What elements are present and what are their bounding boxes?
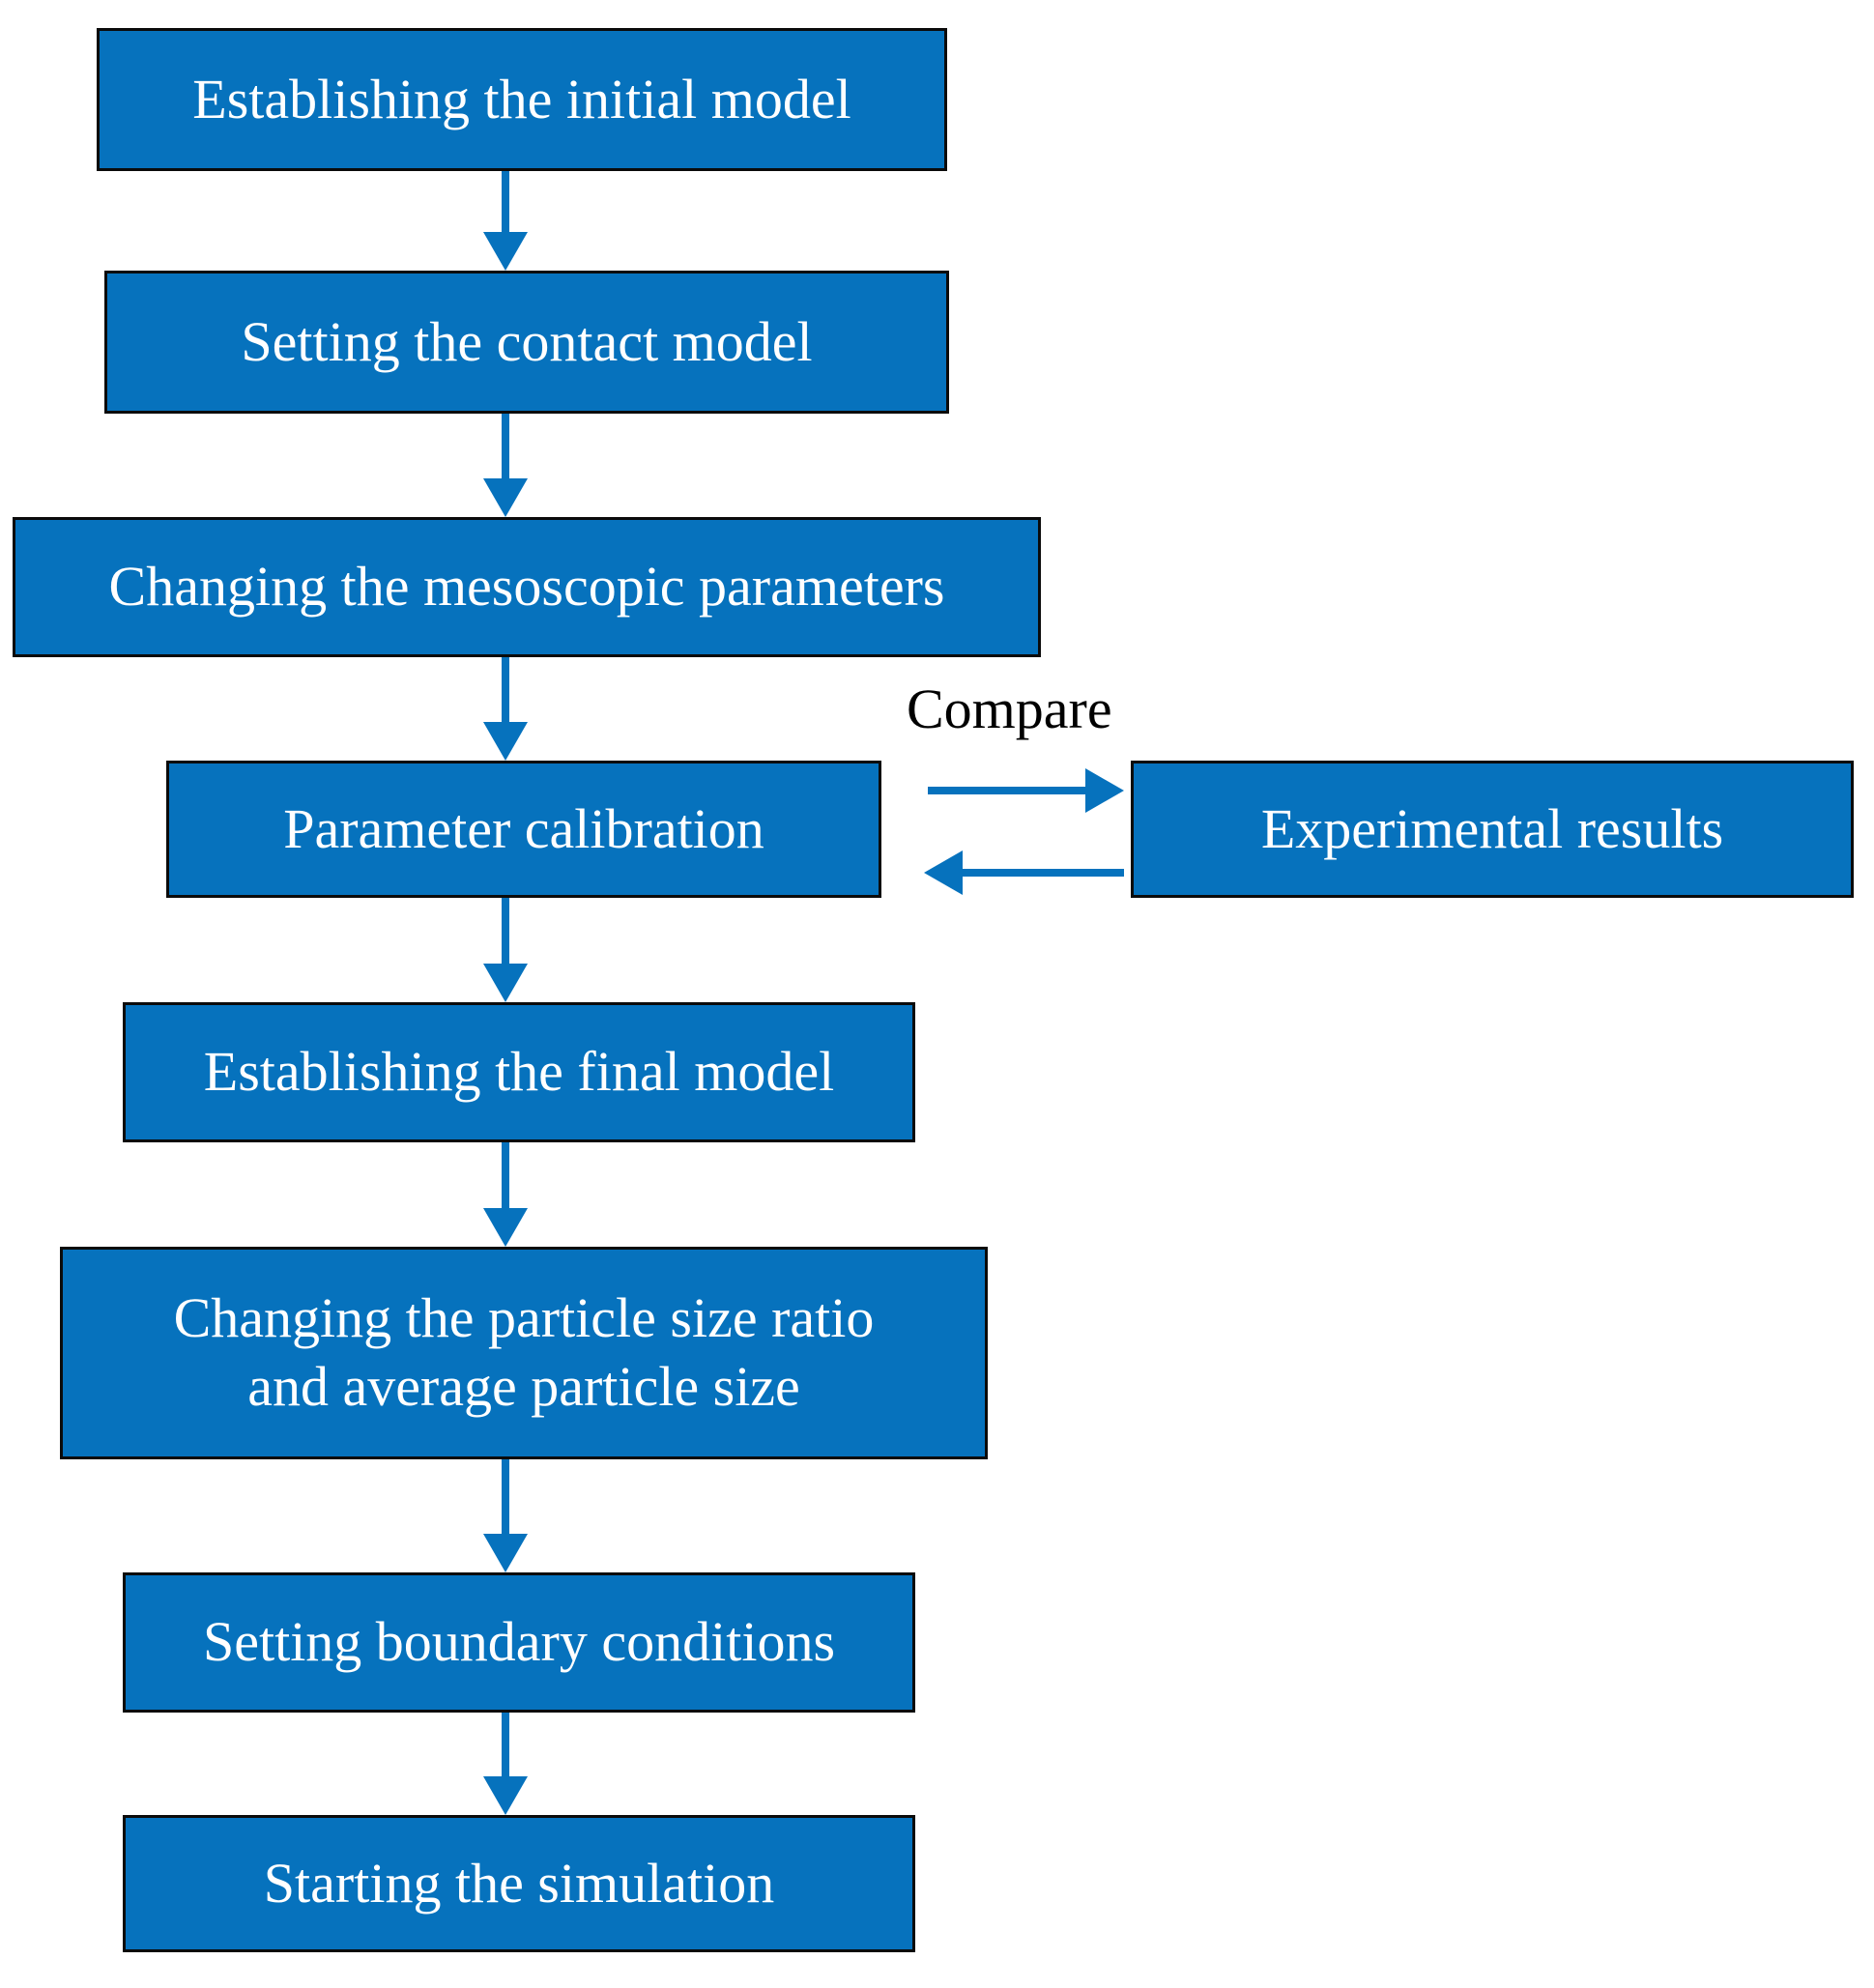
flow-connector-calibration-to-experimental xyxy=(928,764,1124,817)
flow-connector-mesoscopic-to-calibration xyxy=(479,657,532,761)
flow-node-label-line: Experimental results xyxy=(1260,796,1724,860)
flow-node-boundary-conditions[interactable]: Setting boundary conditions xyxy=(123,1572,915,1713)
flow-node-label: Changing the mesoscopic parameters xyxy=(15,553,1038,621)
flow-connector-particle-size-to-boundary xyxy=(479,1459,532,1572)
flow-node-label-line: Setting the contact model xyxy=(241,309,813,373)
flow-node-contact-model[interactable]: Setting the contact model xyxy=(104,271,949,414)
flow-node-label-line: and average particle size xyxy=(247,1355,800,1418)
flow-node-label: Starting the simulation xyxy=(126,1850,912,1918)
flow-connector-experimental-to-calibration xyxy=(924,847,1124,899)
flow-caption-compare-label: Compare xyxy=(907,677,1112,740)
flow-node-label-line: Changing the mesoscopic parameters xyxy=(108,555,945,619)
flow-connector-initial-to-contact xyxy=(479,171,532,271)
flow-node-label-line: Setting boundary conditions xyxy=(202,1610,836,1674)
flow-node-label: Establishing the initial model xyxy=(100,66,944,134)
flow-node-initial-model[interactable]: Establishing the initial model xyxy=(97,28,947,171)
flow-node-mesoscopic-parameters[interactable]: Changing the mesoscopic parameters xyxy=(13,517,1041,657)
flow-connector-contact-to-mesoscopic xyxy=(479,414,532,517)
flow-node-parameter-calibration[interactable]: Parameter calibration xyxy=(166,761,881,898)
flow-connector-final-to-particle-size xyxy=(479,1142,532,1247)
flow-node-label: Experimental results xyxy=(1134,795,1851,864)
flow-node-label: Parameter calibration xyxy=(169,795,879,864)
flow-connector-calibration-to-final xyxy=(479,898,532,1002)
flow-node-label-line: Starting the simulation xyxy=(263,1851,775,1915)
flow-node-label-line: Parameter calibration xyxy=(283,796,764,860)
flow-connector-boundary-to-simulation xyxy=(479,1713,532,1815)
flow-node-start-simulation[interactable]: Starting the simulation xyxy=(123,1815,915,1952)
flow-node-label-line: Establishing the final model xyxy=(203,1040,835,1104)
flow-node-label-line: Establishing the initial model xyxy=(192,67,851,130)
flow-node-label: Setting boundary conditions xyxy=(126,1608,912,1677)
flow-node-final-model[interactable]: Establishing the final model xyxy=(123,1002,915,1142)
flow-node-label: Establishing the final model xyxy=(126,1038,912,1107)
flow-node-label: Setting the contact model xyxy=(107,308,946,377)
flow-node-experimental-results[interactable]: Experimental results xyxy=(1131,761,1854,898)
flow-node-label-line: Changing the particle size ratio xyxy=(173,1286,875,1350)
